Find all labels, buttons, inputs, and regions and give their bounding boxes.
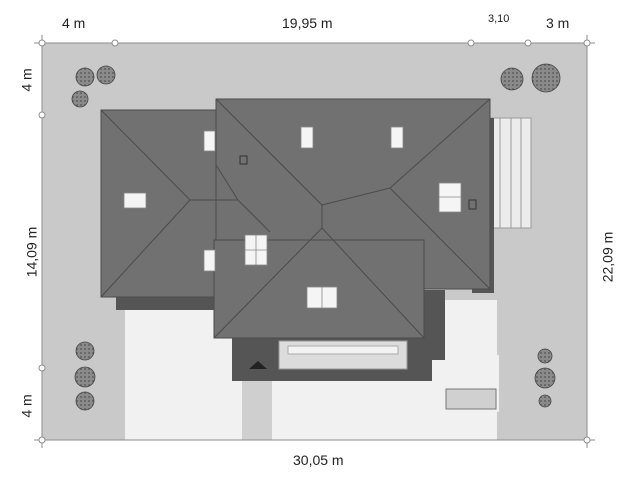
dimension-tick-icon xyxy=(467,39,475,47)
dimension-tick-icon xyxy=(38,39,46,47)
dim-right: 22,09 m xyxy=(599,231,616,283)
dim-bottom: 30,05 m xyxy=(293,452,344,468)
dim-top-left: 4 m xyxy=(62,15,86,31)
dimension-tick-icon xyxy=(38,436,46,444)
trees xyxy=(71,63,561,411)
chimneys xyxy=(239,155,477,210)
dimension-tick-icon xyxy=(38,364,46,372)
pool xyxy=(445,388,497,410)
tree-icon xyxy=(531,63,561,93)
tree-icon xyxy=(537,348,553,364)
dimension-ticks xyxy=(38,39,591,444)
dimension-tick-icon xyxy=(524,39,532,47)
tree-icon xyxy=(74,366,96,388)
dimension-tick-icon xyxy=(583,436,591,444)
porch xyxy=(278,340,408,370)
dim-left-top: 4 m xyxy=(18,68,35,92)
tree-icon xyxy=(538,394,552,408)
tree-icon xyxy=(534,367,556,389)
dimension-tick-icon xyxy=(111,39,119,47)
tree-icon xyxy=(75,67,95,87)
dimension-lines xyxy=(34,35,595,448)
dimension-tick-icon xyxy=(38,111,46,119)
tree-icon xyxy=(75,341,95,361)
dim-top-right: 3 m xyxy=(546,15,570,31)
dim-top-middle: 19,95 m xyxy=(282,15,333,31)
tree-icon xyxy=(75,391,95,411)
dim-top-small: 3,10 xyxy=(488,13,510,25)
dim-left-bottom: 4 m xyxy=(18,394,35,418)
dimension-tick-icon xyxy=(583,39,591,47)
roof-ridges xyxy=(100,98,491,339)
pergola xyxy=(488,117,532,229)
tree-icon xyxy=(96,65,116,85)
tree-icon xyxy=(500,67,524,91)
skylights xyxy=(123,126,462,309)
tree-icon xyxy=(71,90,89,108)
porch-step xyxy=(287,345,399,355)
entrance-arrow-icon xyxy=(249,361,267,369)
dim-left-middle: 14,09 m xyxy=(23,226,40,278)
